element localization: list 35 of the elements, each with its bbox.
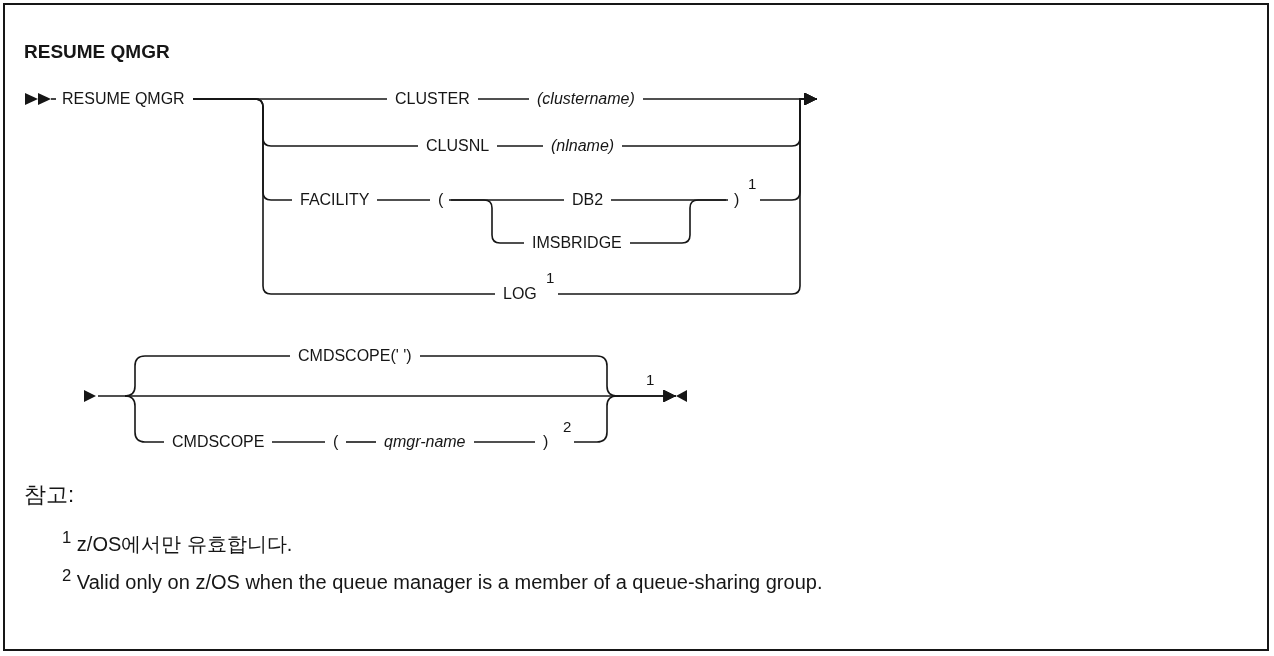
parenthesis: ( bbox=[438, 190, 444, 210]
keyword-text: DB2 bbox=[572, 190, 604, 210]
variable-text: (clustername) bbox=[537, 89, 635, 109]
track-line bbox=[629, 199, 729, 244]
keyword-text: IMSBRIDGE bbox=[532, 233, 622, 253]
keyword-text: LOG bbox=[503, 284, 537, 304]
footnote-mark: 1 bbox=[646, 371, 655, 389]
track-line bbox=[345, 441, 377, 443]
keyword-text: CMDSCOPE bbox=[172, 432, 265, 452]
track-line bbox=[557, 92, 818, 295]
variable-text: qmgr-name bbox=[384, 432, 466, 452]
footnote-mark: 2 bbox=[563, 418, 572, 436]
keyword-text: CLUSTER bbox=[395, 89, 470, 109]
footnote-mark: 1 bbox=[748, 175, 757, 193]
parenthesis: ( bbox=[333, 432, 339, 452]
keyword-text: CLUSNL bbox=[426, 136, 490, 156]
track-line bbox=[271, 441, 326, 443]
notes-heading: 참고: bbox=[24, 482, 75, 508]
keyword-text: CMDSCOPE(' ') bbox=[298, 346, 412, 366]
track-line bbox=[496, 145, 544, 147]
track-line bbox=[477, 98, 530, 100]
variable-text: (nlname) bbox=[551, 136, 615, 156]
footnote-text: $^{1}$ z/OS에서만 유효합니다. bbox=[62, 528, 293, 556]
parenthesis: ) bbox=[734, 190, 740, 210]
keyword-text: FACILITY bbox=[300, 190, 370, 210]
command-name: RESUME QMGR bbox=[62, 89, 185, 109]
parenthesis: ) bbox=[543, 432, 549, 452]
footnote-mark: 1 bbox=[546, 269, 555, 287]
track-line bbox=[473, 441, 536, 443]
track-line bbox=[573, 389, 677, 443]
track-line bbox=[448, 199, 525, 244]
track-line bbox=[376, 199, 431, 201]
track-line bbox=[192, 98, 496, 295]
title: RESUME QMGR bbox=[24, 41, 170, 63]
footnote-text: $^{2}$ Valid only on z/OS when the queue manager is a member of a queue-sharing group. bbox=[62, 566, 823, 594]
